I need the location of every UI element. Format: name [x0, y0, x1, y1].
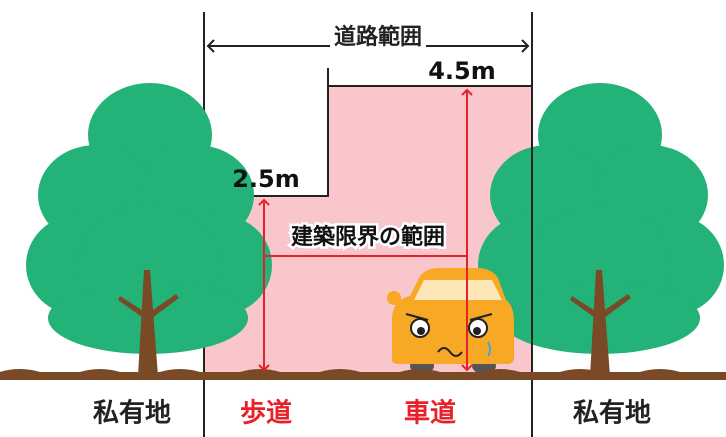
roadway-label: 車道 — [404, 398, 456, 429]
road-range-label: 道路範囲 — [334, 24, 422, 50]
private-land-left-label: 私有地 — [93, 399, 171, 429]
ground-line — [0, 369, 726, 380]
tree-icon — [478, 83, 724, 376]
roadway-height-label: 4.5m — [428, 57, 496, 85]
private-land-right-label: 私有地 — [573, 399, 651, 429]
clearance-range-label: 建築限界の範囲 — [291, 224, 445, 250]
tree-icon — [26, 83, 272, 376]
sidewalk-label: 歩道 — [240, 398, 292, 429]
sidewalk-height-label: 2.5m — [232, 165, 300, 193]
